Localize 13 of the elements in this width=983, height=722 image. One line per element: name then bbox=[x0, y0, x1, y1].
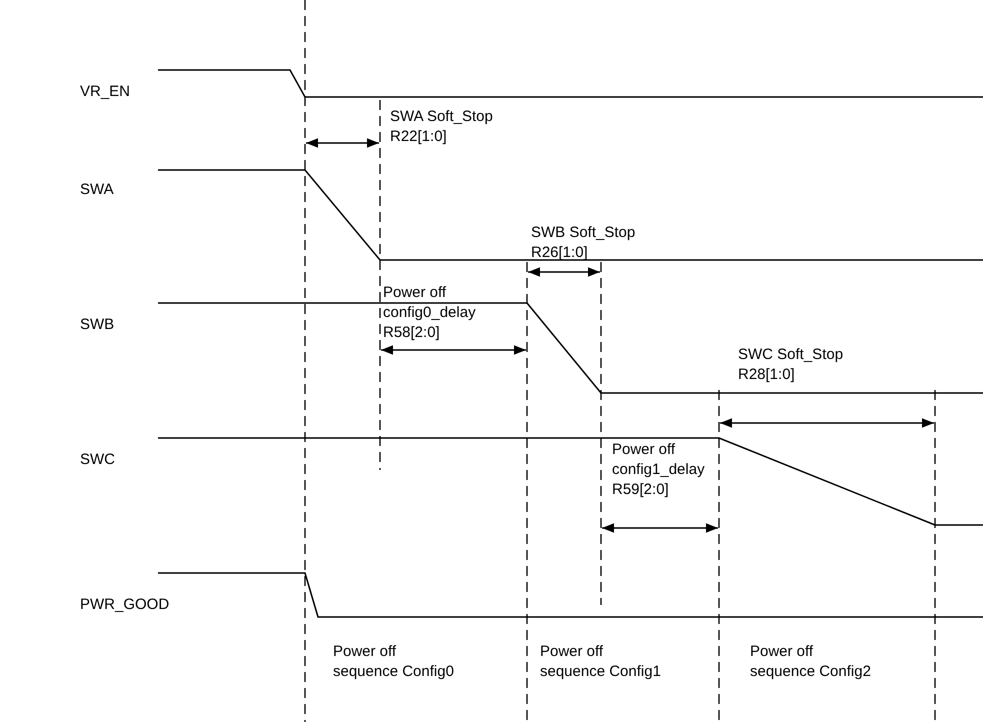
annotation-text: SWB Soft_Stop R26[1:0] bbox=[531, 223, 636, 263]
signal-label: SWA bbox=[80, 180, 114, 200]
signal-label: SWC bbox=[80, 450, 115, 470]
annotation-text: SWA Soft_Stop R22[1:0] bbox=[390, 107, 493, 147]
phase-label: Power off sequence Config2 bbox=[750, 642, 871, 682]
signal-label: VR_EN bbox=[80, 82, 130, 102]
annotation-text: SWC Soft_Stop R28[1:0] bbox=[738, 345, 844, 385]
phase-label: Power off sequence Config1 bbox=[540, 642, 661, 682]
signal-label: SWB bbox=[80, 315, 114, 335]
annotation-text: Power off config0_delay R58[2:0] bbox=[383, 283, 476, 343]
annotation-text: Power off config1_delay R59[2:0] bbox=[612, 440, 705, 500]
phase-label: Power off sequence Config0 bbox=[333, 642, 454, 682]
signal-label: PWR_GOOD bbox=[80, 595, 170, 615]
